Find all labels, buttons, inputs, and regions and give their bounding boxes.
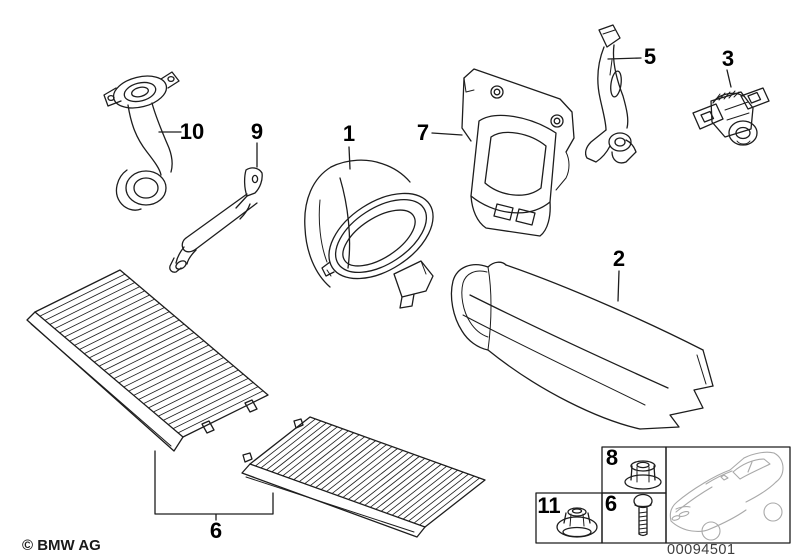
callout-part-6-filters[interactable]: 6 (209, 518, 223, 543)
diagram-code-text: 00094501 (667, 542, 736, 558)
callout-part-3[interactable]: 3 (721, 46, 735, 71)
callout-part-1[interactable]: 1 (342, 121, 356, 146)
part-6-filter-right-drawing (242, 417, 485, 537)
part-5-lever-drawing (586, 25, 636, 163)
callout-part-8[interactable]: 8 (605, 445, 619, 470)
leader-lines (155, 58, 731, 520)
callout-part-2[interactable]: 2 (612, 246, 626, 271)
callout-part-9[interactable]: 9 (250, 119, 264, 144)
car-silhouette-icon (670, 452, 783, 540)
part-6-filter-left-drawing (27, 270, 268, 451)
sealing-nut-icon (557, 508, 597, 537)
part-10-pipe-drawing (104, 71, 179, 210)
callout-part-6-bolt[interactable]: 6 (604, 491, 618, 516)
part-2-housing-lower-drawing (451, 262, 713, 429)
flange-nut-icon (625, 461, 661, 489)
bmw-copyright-text: © BMW AG (22, 537, 101, 554)
part-7-frame-bracket-drawing (462, 69, 574, 236)
part-3-clip-drawing (693, 88, 769, 145)
callout-part-7[interactable]: 7 (416, 120, 430, 145)
part-1-housing-cover-drawing (305, 160, 448, 308)
callout-part-5[interactable]: 5 (643, 44, 657, 69)
callout-part-11[interactable]: 11 (537, 493, 561, 518)
fastener-table-boxes (536, 447, 790, 543)
hex-bolt-icon (634, 495, 652, 536)
part-9-bracket-drawing (170, 168, 262, 272)
callout-part-10[interactable]: 10 (179, 119, 205, 144)
